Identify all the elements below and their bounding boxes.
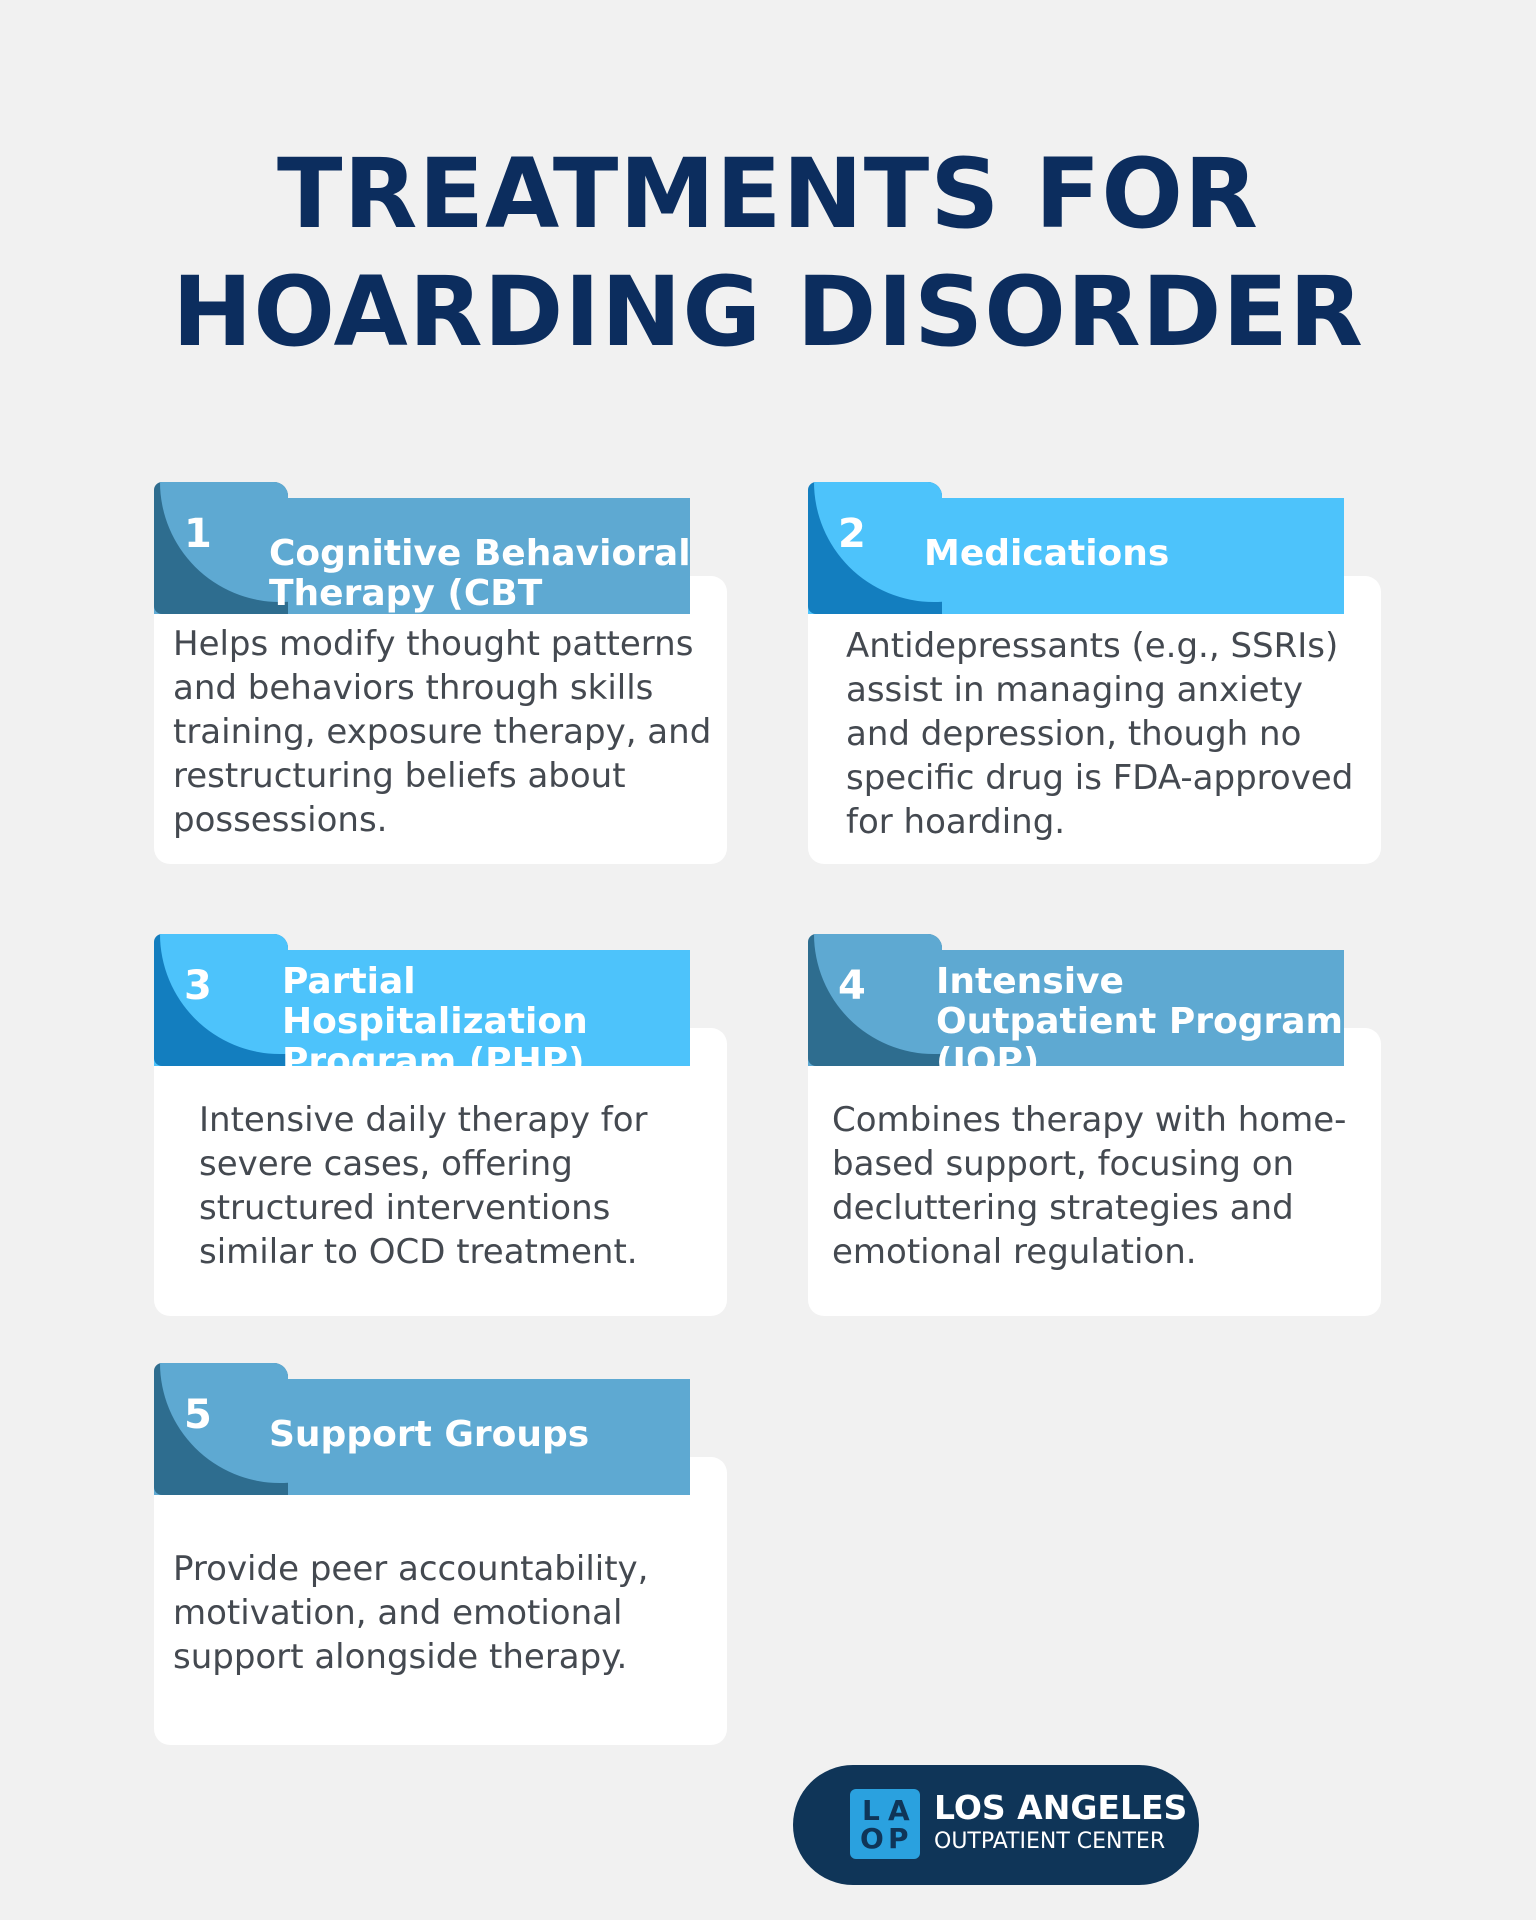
treatment-title: Intensive Outpatient Program (IOP) [936,961,1344,1082]
treatment-title: Medications [924,533,1170,574]
logo-mark-letter: L [862,1794,880,1827]
treatment-description: Antidepressants (e.g., SSRIs) assist in … [846,626,1354,842]
logo-mark-letter: O [860,1822,884,1855]
treatment-description: Provide peer accountability, motivation,… [173,1549,649,1677]
card-body [808,576,1381,864]
treatment-description: Combines therapy with home-based support… [832,1100,1347,1272]
treatment-title: Cognitive Behavioral Therapy (CBT [269,534,691,614]
laop-logo-mark: L A O P [850,1789,920,1859]
treatment-description: Intensive daily therapy for severe cases… [199,1100,648,1272]
card-body [154,1028,727,1316]
logo-name-line-2: OUTPATIENT CENTER [934,1829,1166,1854]
treatment-description: Helps modify thought patterns and behavi… [173,624,712,840]
laop-logo: L A O P LOS ANGELES OUTPATIENT CENTER [793,1765,1199,1885]
number-tab [154,482,288,614]
logo-mark-letter: A [888,1794,910,1827]
treatment-number: 5 [184,1392,212,1438]
treatment-card-php: 3 Partial Hospitalization Program (PHP) … [154,934,727,1316]
number-tab [808,482,942,614]
treatment-card-medications: 2 Medications Antidepressants (e.g., SSR… [808,482,1381,864]
treatment-card-cbt: 1 Cognitive Behavioral Therapy (CBT Help… [154,482,727,864]
treatment-number: 3 [184,963,212,1009]
treatment-card-iop: 4 Intensive Outpatient Program (IOP) Com… [808,934,1381,1316]
number-tab [154,934,288,1066]
card-body [154,576,727,864]
logo-name-line-1: LOS ANGELES [934,1788,1188,1827]
number-tab [808,934,942,1066]
treatment-number: 4 [838,963,866,1009]
title-line-1: TREATMENTS FOR [277,138,1259,250]
title-line-2: HOARDING DISORDER [172,256,1364,368]
treatment-title: Partial Hospitalization Program (PHP) [282,961,588,1082]
treatment-card-support-groups: 5 Support Groups Provide peer accountabi… [154,1363,727,1745]
logo-mark-letter: P [888,1822,909,1855]
treatment-title: Support Groups [269,1414,590,1455]
treatment-number: 2 [838,511,866,557]
treatment-number: 1 [184,511,212,557]
card-body [154,1457,727,1745]
page-title: TREATMENTS FOR HOARDING DISORDER [0,135,1536,371]
card-body [808,1028,1381,1316]
number-tab [154,1363,288,1495]
